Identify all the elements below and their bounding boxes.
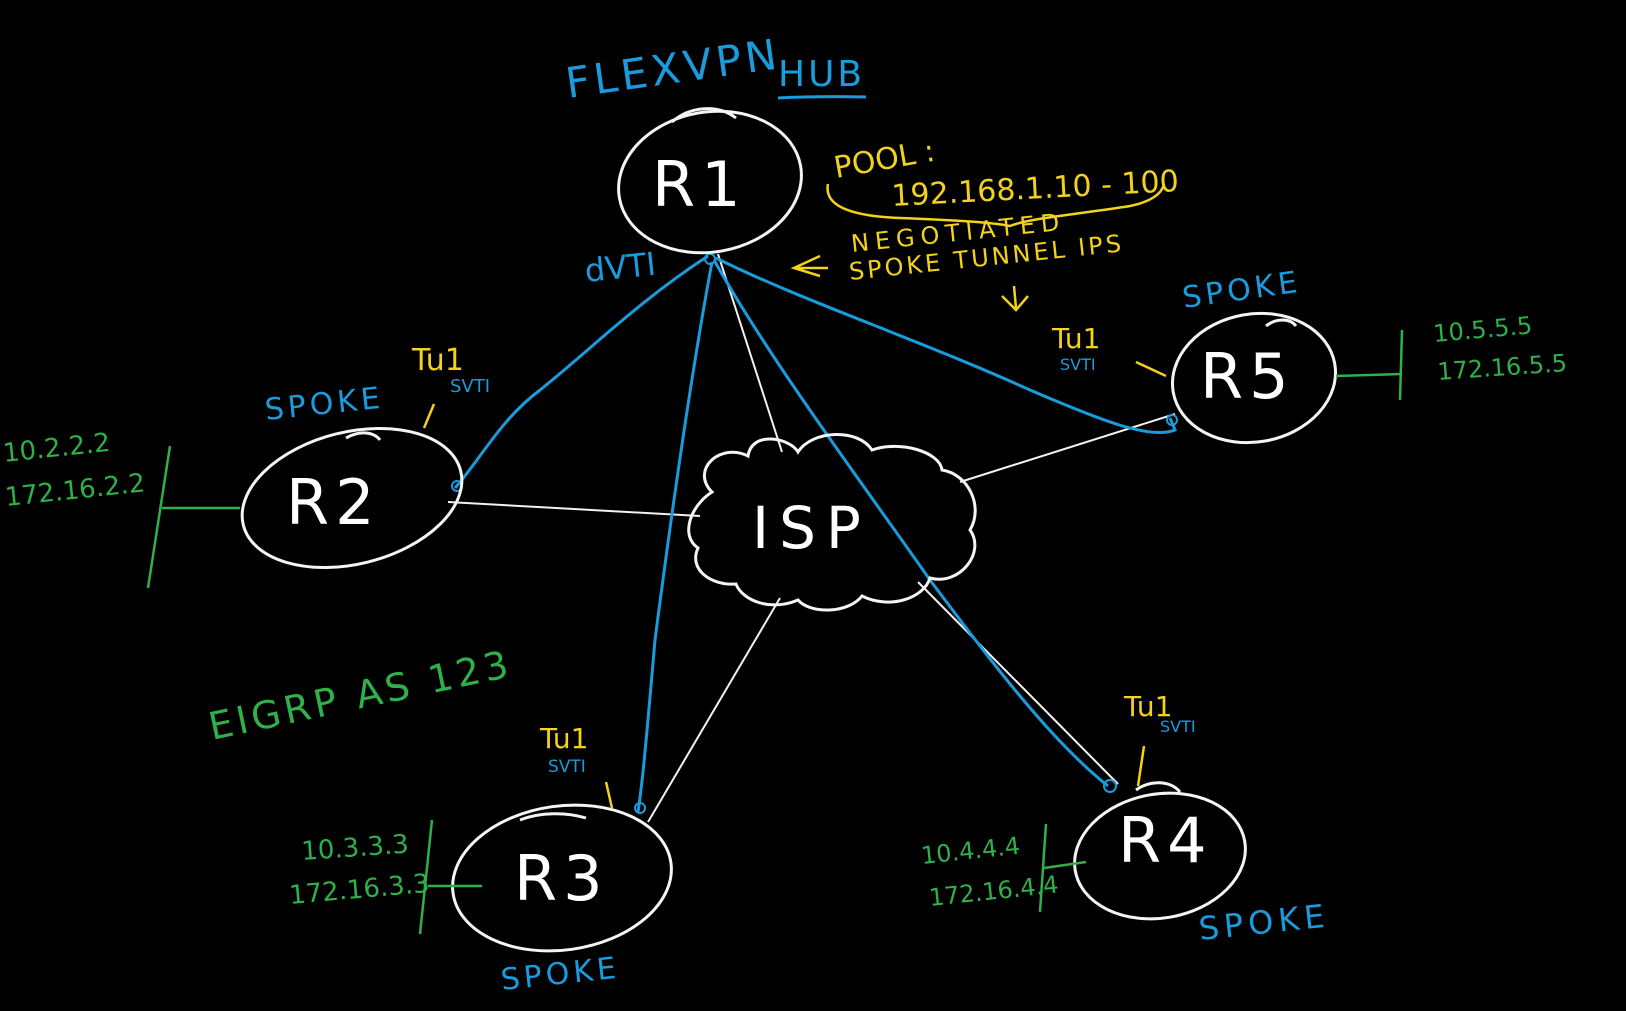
router-r4: R4 <box>1073 781 1247 921</box>
cloud-outline <box>687 433 977 612</box>
r3-tunnel-name: Tu1 <box>539 722 588 755</box>
router-r1-shape <box>617 109 803 255</box>
tunnel-endpoint-r3 <box>634 802 646 814</box>
link-r4-isp <box>917 581 1119 785</box>
r2-tunnel-tag: Tu1 SVTI <box>411 343 490 429</box>
tunnel-endpoint-r4 <box>1103 779 1117 793</box>
r5-tunnel-tag: Tu1 SVTI <box>1051 322 1167 378</box>
r2-lan-bar <box>146 445 172 589</box>
r5-tunnel-pointer <box>1135 360 1167 378</box>
r2-tunnel-pointer <box>422 403 436 429</box>
isp-cloud: ISP <box>687 433 977 612</box>
router-r1-lip <box>671 107 737 124</box>
router-r5-shape <box>1170 311 1338 445</box>
r3-tunnel-pointer <box>604 781 614 809</box>
r5-tunnel-name: Tu1 <box>1051 322 1100 355</box>
r3-tunnel-type: SVTI <box>548 757 586 777</box>
router-r4-lip <box>1135 781 1182 794</box>
tunnel-r1-r2 <box>453 254 709 489</box>
tunnel-r1-r3 <box>636 261 714 813</box>
link-r2-isp <box>447 501 701 517</box>
title-hub: HUB <box>778 54 865 95</box>
tunnel-r1-r4 <box>712 259 1109 788</box>
link-r3-isp <box>647 597 781 823</box>
router-r4-label: R4 <box>1118 804 1213 877</box>
r4-lan-link <box>1043 860 1087 870</box>
router-r5: R5 <box>1170 311 1338 445</box>
router-r5-label: R5 <box>1200 340 1295 413</box>
r5-lan-bar <box>1398 329 1404 401</box>
r4-lan: 10.4.4.4 172.16.4.4 <box>920 823 1087 913</box>
tunnel-r1-r5 <box>715 256 1177 435</box>
router-r5-lip <box>1265 318 1298 328</box>
r4-lan-bar <box>1038 823 1048 913</box>
tunnel-endpoint-r5 <box>1166 414 1178 426</box>
router-r1: R1 dVTI <box>583 107 803 290</box>
router-r3-label: R3 <box>514 842 609 915</box>
router-r3: R3 <box>451 803 673 953</box>
r4-tunnel-name: Tu1 <box>1123 690 1172 723</box>
r2-tunnel-name: Tu1 <box>411 343 464 378</box>
r3-lan-bar <box>418 819 434 935</box>
r4-tunnel-tag: Tu1 SVTI <box>1123 690 1196 787</box>
router-r3-shape <box>451 803 673 953</box>
router-r1-interface: dVTI <box>583 245 658 290</box>
pool-arrow-left <box>790 254 828 278</box>
link-r5-isp <box>959 413 1176 483</box>
router-r2-label: R2 <box>286 466 381 539</box>
r3-lan-ip-1: 10.3.3.3 <box>300 830 409 867</box>
r5-lan-link <box>1335 372 1403 378</box>
r4-tunnel-type: SVTI <box>1160 717 1196 736</box>
router-r2: R2 <box>240 426 464 570</box>
pool-brace <box>826 183 1166 228</box>
r4-tunnel-pointer <box>1136 745 1146 787</box>
r5-tunnel-type: SVTI <box>1060 355 1096 374</box>
router-r3-lip <box>519 812 587 822</box>
r2-tunnel-type: SVTI <box>450 376 490 397</box>
router-r4-shape <box>1073 791 1247 921</box>
router-r2-shape <box>240 426 464 570</box>
router-r1-label: R1 <box>652 148 747 221</box>
router-r2-lip <box>345 431 382 442</box>
hub-underline <box>777 95 867 100</box>
pool-arrow-down <box>1001 285 1029 312</box>
isp-label: ISP <box>752 494 871 562</box>
r3-tunnel-tag: Tu1 SVTI <box>539 722 614 809</box>
tunnels <box>451 253 1178 814</box>
